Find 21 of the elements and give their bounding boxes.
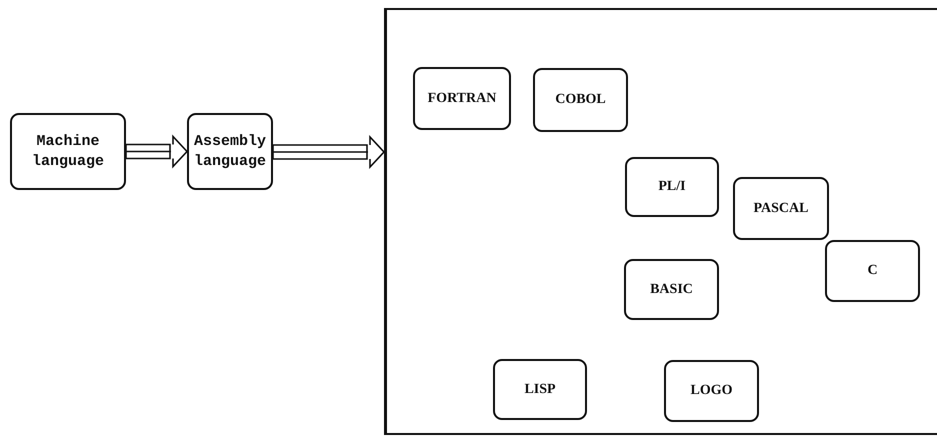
box-label: FORTRAN bbox=[428, 90, 496, 106]
language-box bbox=[187, 113, 273, 190]
language-box bbox=[413, 67, 511, 130]
box-label: LISP bbox=[524, 382, 556, 398]
language-box bbox=[664, 360, 759, 422]
box-label: PL/I bbox=[658, 179, 686, 195]
box-label: C bbox=[867, 263, 878, 279]
language-box bbox=[493, 359, 587, 420]
box-label: Assembly language bbox=[192, 132, 267, 172]
language-box bbox=[733, 177, 829, 240]
language-box bbox=[625, 157, 719, 217]
box-label: BASIC bbox=[650, 282, 693, 298]
box-label: COBOL bbox=[555, 92, 606, 108]
box-label: PASCAL bbox=[754, 200, 808, 216]
language-box bbox=[10, 113, 126, 190]
box-label: LOGO bbox=[690, 383, 732, 399]
box-label: Machine language bbox=[30, 132, 105, 172]
group-frame bbox=[384, 8, 937, 435]
language-box bbox=[825, 240, 920, 302]
language-box bbox=[624, 259, 719, 320]
language-box bbox=[533, 68, 628, 132]
